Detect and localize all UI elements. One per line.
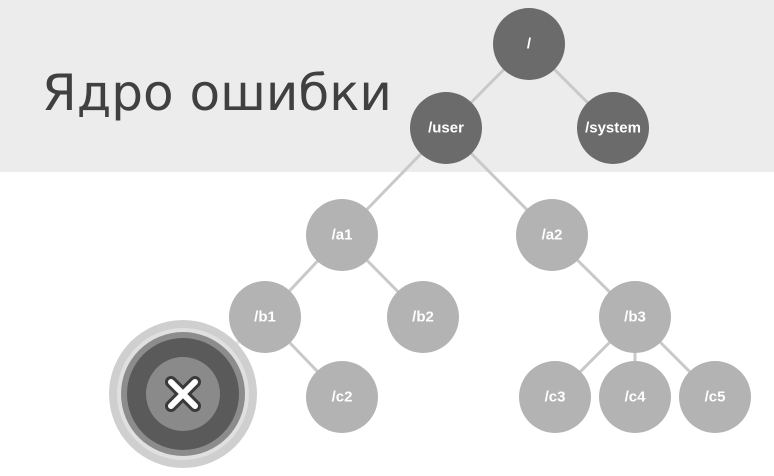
tree-node-circle — [493, 8, 565, 80]
tree-node-c5: /c5 — [679, 361, 751, 433]
tree-node-label: /b1 — [254, 309, 276, 326]
tree-node-system: /system — [577, 92, 649, 164]
close-icon — [165, 376, 201, 412]
tree-node-label: /c3 — [545, 389, 566, 406]
tree-node-b3: /b3 — [599, 281, 671, 353]
tree-node-circle — [410, 92, 482, 164]
tree-node-b2: /b2 — [387, 281, 459, 353]
tree-node-b1: /b1 — [229, 281, 301, 353]
tree-node-circle — [577, 92, 649, 164]
tree-node-root: / — [493, 8, 565, 80]
tree-node-label: /b3 — [624, 309, 646, 326]
tree-node-label: /a2 — [542, 227, 563, 244]
tree-node-circle — [599, 361, 671, 433]
slide-title: Ядро ошибки — [42, 64, 392, 122]
tree-node-circle — [516, 199, 588, 271]
tree-node-a2: /a2 — [516, 199, 588, 271]
tree-node-label: /a1 — [332, 227, 353, 244]
tree-node-label: /user — [428, 120, 464, 137]
tree-node-a1: /a1 — [306, 199, 378, 271]
tree-node-label: /b2 — [412, 309, 434, 326]
tree-node-c4: /c4 — [599, 361, 671, 433]
tree-node-user: /user — [410, 92, 482, 164]
tree-node-label: /c4 — [625, 389, 647, 406]
tree-node-c2: /c2 — [306, 361, 378, 433]
tree-node-label: /system — [585, 120, 641, 137]
tree-node-label: /c2 — [332, 389, 353, 406]
tree-node-circle — [387, 281, 459, 353]
tree-node-circle — [519, 361, 591, 433]
tree-node-c3: /c3 — [519, 361, 591, 433]
tree-node-label: /c5 — [705, 389, 726, 406]
tree-node-label: / — [527, 36, 532, 53]
tree-node-circle — [229, 281, 301, 353]
tree-node-circle — [679, 361, 751, 433]
tree-node-circle — [599, 281, 671, 353]
tree-node-circle — [306, 361, 378, 433]
error-node — [109, 320, 257, 468]
tree-node-circle — [306, 199, 378, 271]
